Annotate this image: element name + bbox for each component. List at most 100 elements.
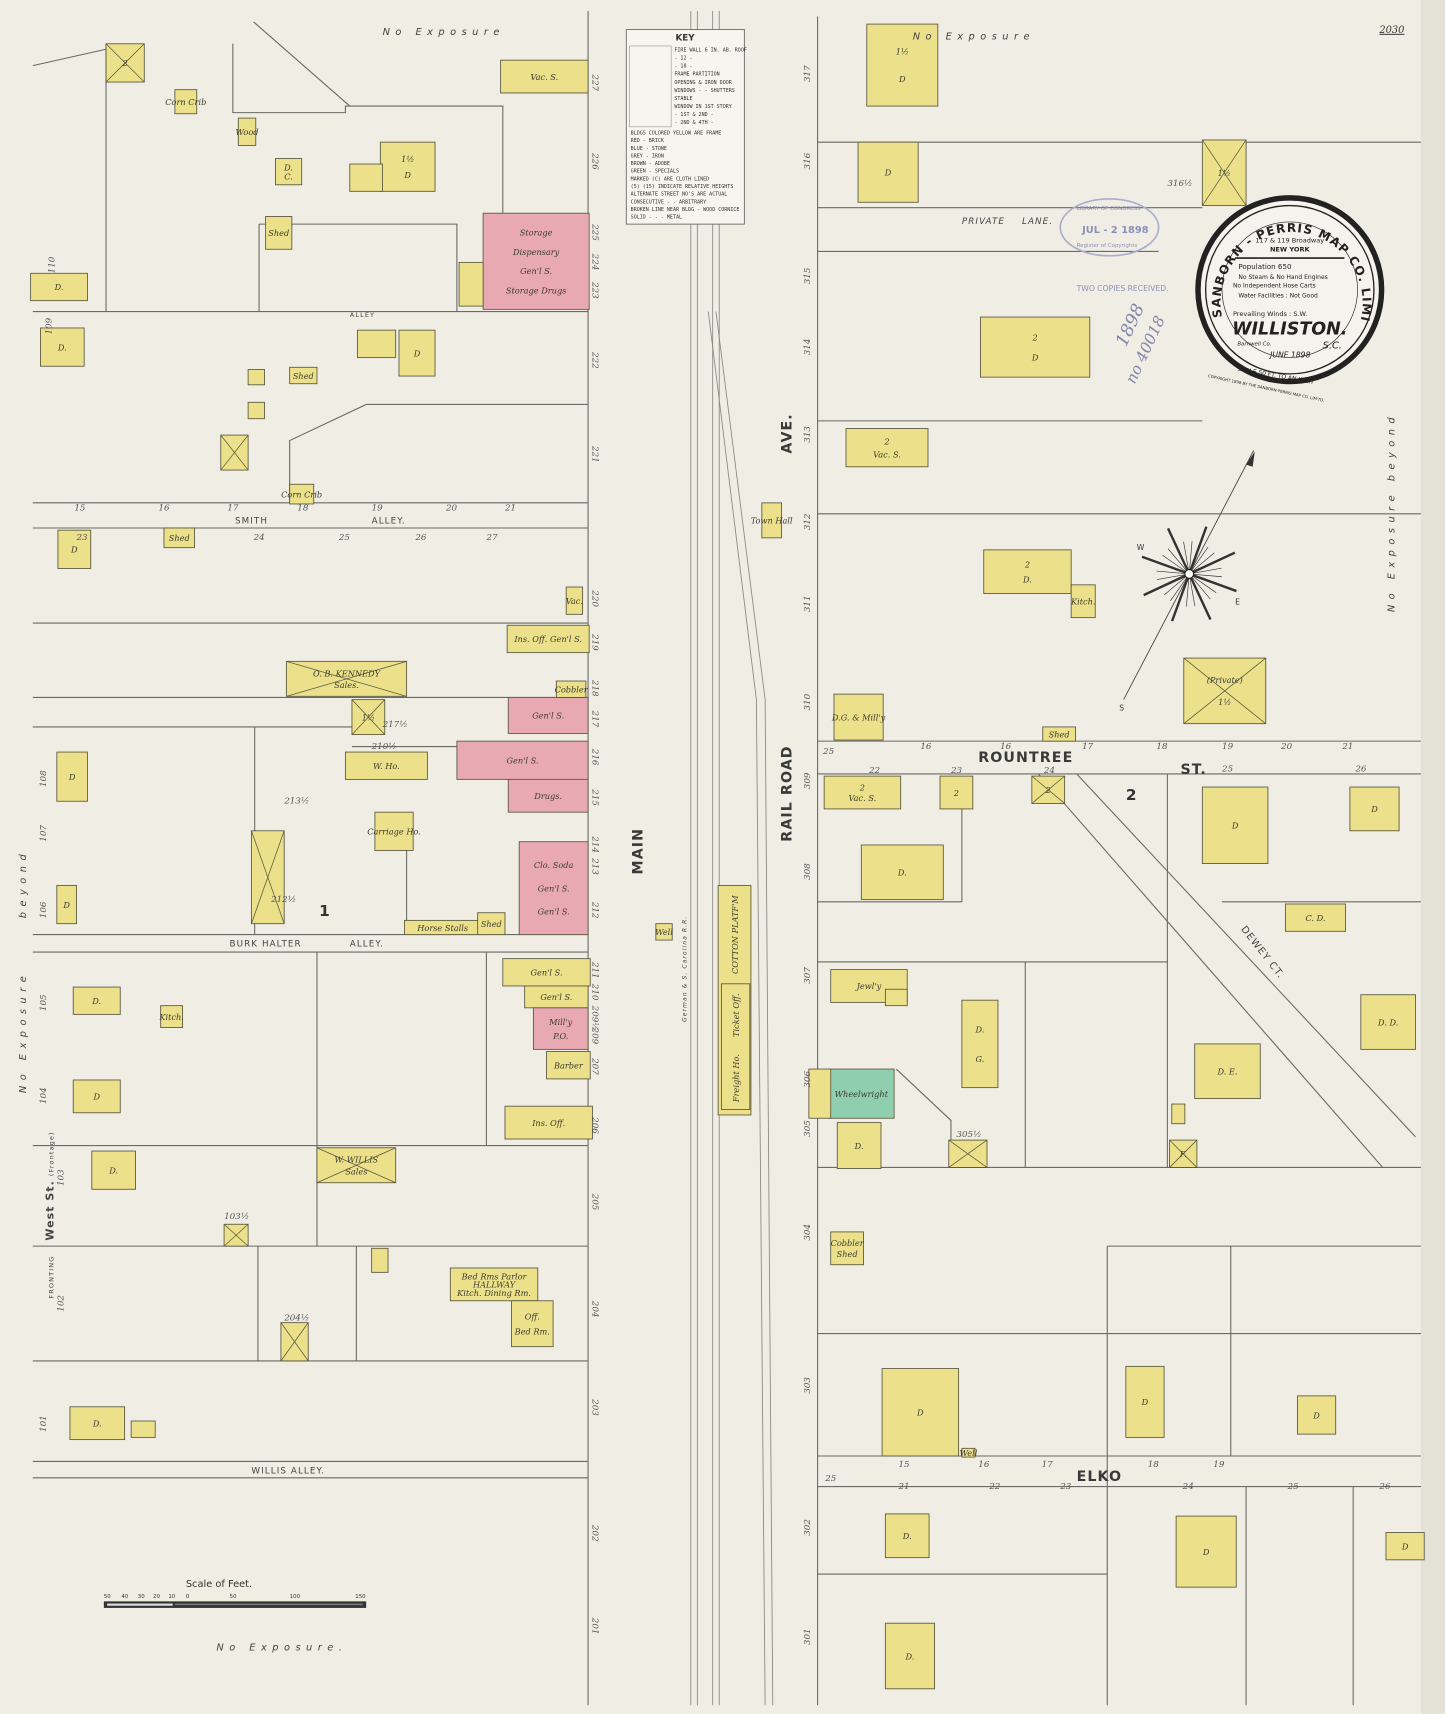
building: Corn Crib xyxy=(281,483,322,505)
seal-hose: No Independent Hose Carts xyxy=(1233,283,1316,290)
street-label-rountree-st: ST. xyxy=(1180,762,1206,778)
building: Well xyxy=(655,923,673,941)
lot-number: 21 xyxy=(897,1482,909,1492)
building: F. xyxy=(1169,1139,1198,1168)
address-number: 309 xyxy=(803,772,813,789)
scale-tick-label: 20 xyxy=(153,1594,160,1600)
building-footprint xyxy=(655,923,673,941)
key-entry: MARKED (C) ARE CLOTH LINED xyxy=(631,176,710,182)
building-footprint xyxy=(546,1051,591,1080)
building-footprint xyxy=(57,529,92,569)
lot-number: 19 xyxy=(372,504,384,514)
building-label: 1½ xyxy=(896,47,909,57)
building-footprint xyxy=(761,502,782,539)
building: Corn Crib xyxy=(165,89,206,115)
building-footprint xyxy=(91,1150,136,1190)
building-footprint xyxy=(56,751,88,802)
lot-number: 26 xyxy=(1378,1482,1391,1492)
building-footprint xyxy=(565,586,584,615)
key-entry: BROWN - ADOBE xyxy=(631,161,670,167)
building-label: 1½ xyxy=(362,712,375,722)
lot-number: 18 xyxy=(297,504,309,514)
exposure-top-right: No Exposure xyxy=(913,31,1035,42)
building-footprint xyxy=(247,401,265,420)
scale-tick-label: 100 xyxy=(290,1594,301,1600)
building: D xyxy=(1297,1395,1337,1435)
building-label: Shed xyxy=(837,1249,858,1259)
building: 1½D xyxy=(866,23,939,107)
building: 1½ xyxy=(351,699,386,736)
building: D. D. xyxy=(1360,994,1416,1050)
compass-ray xyxy=(1166,527,1191,575)
building xyxy=(130,1420,156,1438)
building: Cobbler xyxy=(555,680,589,698)
building-footprint xyxy=(1175,1515,1237,1588)
building-footprint xyxy=(1297,1395,1337,1435)
building-label: D.G. & Mill'y xyxy=(831,712,886,722)
street-label-smith-alley: ALLEY. xyxy=(372,517,406,527)
building-label: Well xyxy=(960,1448,978,1458)
building xyxy=(247,401,265,420)
building-footprint xyxy=(511,1300,554,1348)
lot-number: 24 xyxy=(1043,766,1055,776)
building: D. xyxy=(860,844,944,901)
building: Gen'l S. xyxy=(456,740,589,780)
address-number: 302 xyxy=(803,1519,813,1536)
lot-number: 24 xyxy=(253,533,265,543)
address-number: 204½ xyxy=(283,1312,309,1323)
address-number: 304 xyxy=(803,1224,813,1241)
key-entry: FRAME PARTITION xyxy=(674,72,719,78)
building-footprint xyxy=(881,1368,960,1457)
address-number: 303 xyxy=(803,1377,813,1394)
street-label-fronting: FRONTING xyxy=(48,1256,56,1299)
address-number: 310 xyxy=(803,693,813,710)
address-number: 207 xyxy=(589,1057,599,1075)
building-label: Ins. Off. Gen'l S. xyxy=(513,634,582,644)
key-title: KEY xyxy=(675,33,695,43)
address-number: 107 xyxy=(39,825,49,842)
building-footprint xyxy=(1171,1103,1186,1125)
lot-number: 15 xyxy=(74,504,86,514)
building: Ins. Off. Gen'l S. xyxy=(506,624,590,654)
address-number: 210½ xyxy=(371,741,397,752)
building: Well xyxy=(960,1447,978,1458)
building: 1½ xyxy=(1201,139,1247,206)
address-number: 205 xyxy=(589,1193,599,1211)
building-footprint xyxy=(30,272,88,302)
building-label: Gen'l S. xyxy=(538,907,570,917)
building: D.G. & Mill'y xyxy=(831,693,886,741)
building-footprint xyxy=(507,778,589,813)
building-label: Sales xyxy=(345,1166,367,1176)
building: D.G. xyxy=(961,999,999,1089)
compass-w: W xyxy=(1137,543,1145,552)
address-number: 209 xyxy=(589,1027,599,1045)
building: Shed xyxy=(265,216,293,250)
building: D xyxy=(881,1368,960,1457)
building: D xyxy=(56,884,77,925)
building: 2 xyxy=(1031,775,1066,804)
building: (Private)1½ xyxy=(1183,657,1267,725)
street-label-main: MAIN xyxy=(631,828,647,875)
building-label: 2 xyxy=(859,782,865,792)
building-label: Sales. xyxy=(334,680,359,690)
compass-ray xyxy=(1188,551,1236,575)
building-label: P.O. xyxy=(552,1031,568,1041)
building-footprint xyxy=(504,1105,593,1140)
building-footprint xyxy=(1360,994,1416,1050)
building-label: D xyxy=(1370,804,1378,814)
building-label: Mill'y xyxy=(548,1017,572,1027)
lot-number: 17 xyxy=(1082,742,1094,752)
building-label: (Private) xyxy=(1207,675,1243,685)
compass-ray xyxy=(1189,552,1215,575)
building-footprint xyxy=(857,141,919,203)
building: D. xyxy=(40,327,85,367)
building: Wheelwright xyxy=(828,1068,895,1119)
lot-number: 26 xyxy=(1354,765,1367,775)
street-label-fronting-note: (Frontage) xyxy=(48,1131,56,1176)
building-footprint xyxy=(130,1420,156,1438)
building: D. xyxy=(30,272,88,302)
building: D xyxy=(1201,786,1269,864)
building xyxy=(458,261,484,307)
address-number: 215 xyxy=(589,788,599,806)
